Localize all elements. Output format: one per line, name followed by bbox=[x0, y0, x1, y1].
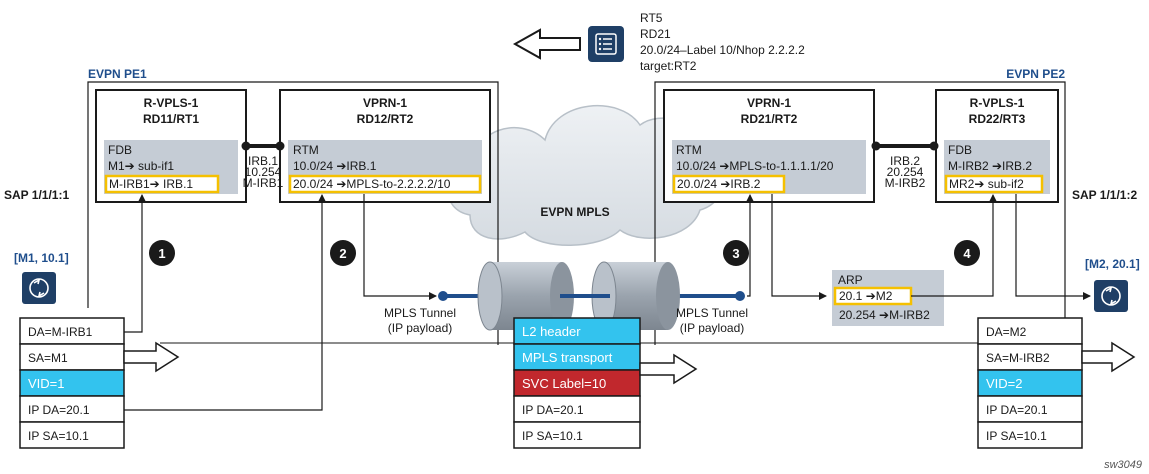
packet-field: IP DA=20.1 bbox=[522, 403, 584, 417]
figure-id: sw3049 bbox=[1104, 459, 1142, 471]
packet-field: IP DA=20.1 bbox=[28, 403, 90, 417]
rtm-row-highlighted: 20.0/24 ➔IRB.2 bbox=[677, 177, 761, 191]
packet-left: DA=M-IRB1 SA=M1 VID=1 IP DA=20.1 IP SA=1… bbox=[19, 317, 180, 449]
tunnel-label: MPLS Tunnel bbox=[676, 306, 748, 320]
step-number: 4 bbox=[963, 246, 971, 261]
pe2-rvpls-rd: RD22/RT3 bbox=[969, 112, 1026, 126]
route-line: RT5 bbox=[640, 11, 663, 25]
step-2: 2 bbox=[330, 240, 356, 266]
right-arrow-icon bbox=[123, 341, 180, 373]
fdb-label: FDB bbox=[108, 143, 132, 157]
tunnel-label: (IP payload) bbox=[680, 321, 744, 335]
pe1-vprn-box: VPRN-1 RD12/RT2 RTM 10.0/24 ➔IRB.1 20.0/… bbox=[279, 89, 491, 203]
fdb-row-highlighted: M-IRB1➔ IRB.1 bbox=[109, 177, 193, 191]
packet-field: IP SA=10.1 bbox=[986, 429, 1047, 443]
pe2-enclosure: EVPN PE2 bbox=[654, 67, 1066, 345]
route-advertisement: RT5 RD21 20.0/24–Label 10/Nhop 2.2.2.2 t… bbox=[512, 11, 805, 73]
flow-arrows bbox=[124, 194, 1091, 411]
irb-mac: M-IRB1 bbox=[243, 176, 284, 190]
sap-label-pe1: SAP 1/1/1:1 bbox=[4, 188, 69, 202]
fdb-label: FDB bbox=[948, 143, 972, 157]
pe1-vprn-title: VPRN-1 bbox=[363, 96, 407, 110]
pe2-title: EVPN PE2 bbox=[1006, 67, 1065, 81]
host-label: [M2, 20.1] bbox=[1085, 257, 1140, 271]
packet-field: DA=M2 bbox=[986, 325, 1027, 339]
arp-label: ARP bbox=[838, 273, 863, 287]
pe1-enclosure: EVPN PE1 bbox=[87, 67, 499, 345]
step-4: 4 bbox=[954, 240, 980, 266]
rtm-row: 10.0/24 ➔MPLS-to-1.1.1.1/20 bbox=[676, 159, 834, 173]
fdb-row: M-IRB2 ➔IRB.2 bbox=[948, 159, 1032, 173]
irb-label: IRB.2 bbox=[890, 154, 920, 168]
packet-field: SVC Label=10 bbox=[522, 376, 606, 391]
packet-field: IP DA=20.1 bbox=[986, 403, 1048, 417]
pe1-vprn-rd: RD12/RT2 bbox=[357, 112, 414, 126]
rtm-label: RTM bbox=[676, 143, 702, 157]
packet-field: IP SA=10.1 bbox=[28, 429, 89, 443]
route-line: target:RT2 bbox=[640, 59, 697, 73]
pe1-rvpls-box: R-VPLS-1 RD11/RT1 FDB M1➔ sub-if1 M-IRB1… bbox=[95, 89, 247, 203]
host-left: [M1, 10.1] bbox=[14, 251, 69, 304]
packet-field: IP SA=10.1 bbox=[522, 429, 583, 443]
pe2-rvpls-title: R-VPLS-1 bbox=[970, 96, 1025, 110]
pe2-irb-link: IRB.2 20.254 M-IRB2 bbox=[871, 141, 939, 190]
host-label: [M1, 10.1] bbox=[14, 251, 69, 265]
right-arrow-icon bbox=[639, 353, 698, 385]
irb-mac: M-IRB2 bbox=[885, 176, 926, 190]
arp-row: 20.254 ➔M-IRB2 bbox=[839, 308, 930, 322]
rtm-row: 10.0/24 ➔IRB.1 bbox=[293, 159, 377, 173]
packet-field: SA=M-IRB2 bbox=[986, 351, 1050, 365]
right-arrow-icon bbox=[1081, 341, 1136, 373]
router-icon bbox=[22, 272, 56, 304]
irb-label: IRB.1 bbox=[248, 154, 278, 168]
packet-right: DA=M2 SA=M-IRB2 VID=2 IP DA=20.1 IP SA=1… bbox=[977, 317, 1136, 449]
route-line: 20.0/24–Label 10/Nhop 2.2.2.2 bbox=[640, 43, 805, 57]
packet-field: L2 header bbox=[522, 324, 581, 339]
pe1-rvpls-title: R-VPLS-1 bbox=[144, 96, 199, 110]
packet-field: MPLS transport bbox=[522, 350, 613, 365]
router-icon bbox=[1094, 280, 1128, 312]
fdb-row: M1➔ sub-if1 bbox=[108, 159, 174, 173]
packet-field: VID=2 bbox=[986, 376, 1023, 391]
pe1-irb-link: IRB.1 10.254 M-IRB1 bbox=[241, 141, 285, 190]
route-list-icon bbox=[588, 26, 624, 62]
tunnel-label: (IP payload) bbox=[388, 321, 452, 335]
tunnel-label: MPLS Tunnel bbox=[384, 306, 456, 320]
rtm-row-highlighted: 20.0/24 ➔MPLS-to-2.2.2.2/10 bbox=[293, 177, 451, 191]
fdb-row-highlighted: MR2➔ sub-if2 bbox=[949, 177, 1024, 191]
pe2-vprn-title: VPRN-1 bbox=[747, 96, 791, 110]
packet-field: DA=M-IRB1 bbox=[28, 325, 93, 339]
step-3: 3 bbox=[723, 240, 749, 266]
step-1: 1 bbox=[149, 240, 175, 266]
step-number: 1 bbox=[158, 246, 165, 261]
step-number: 3 bbox=[732, 246, 739, 261]
pe2-vprn-rd: RD21/RT2 bbox=[741, 112, 798, 126]
packet-mid: L2 header MPLS transport SVC Label=10 IP… bbox=[513, 317, 698, 449]
sap-label-pe2: SAP 1/1/1:2 bbox=[1072, 188, 1137, 202]
pe1-rvpls-rd: RD11/RT1 bbox=[143, 112, 199, 126]
cloud-label: EVPN MPLS bbox=[540, 205, 609, 219]
packet-field: SA=M1 bbox=[28, 351, 68, 365]
arp-table: ARP 20.1 ➔M2 20.254 ➔M-IRB2 bbox=[832, 270, 944, 326]
irb-ip: 20.254 bbox=[887, 165, 924, 179]
pe2-vprn-box: VPRN-1 RD21/RT2 RTM 10.0/24 ➔MPLS-to-1.1… bbox=[663, 89, 875, 203]
irb-ip: 10.254 bbox=[245, 165, 282, 179]
rtm-label: RTM bbox=[293, 143, 319, 157]
step-number: 2 bbox=[339, 246, 346, 261]
pe1-title: EVPN PE1 bbox=[88, 67, 147, 81]
route-line: RD21 bbox=[640, 27, 671, 41]
host-right: [M2, 20.1] bbox=[1085, 257, 1140, 312]
packet-field: VID=1 bbox=[28, 376, 65, 391]
pe2-rvpls-box: R-VPLS-1 RD22/RT3 FDB M-IRB2 ➔IRB.2 MR2➔… bbox=[935, 89, 1059, 203]
arp-row-highlighted: 20.1 ➔M2 bbox=[839, 289, 893, 303]
left-arrow-icon bbox=[512, 28, 581, 60]
